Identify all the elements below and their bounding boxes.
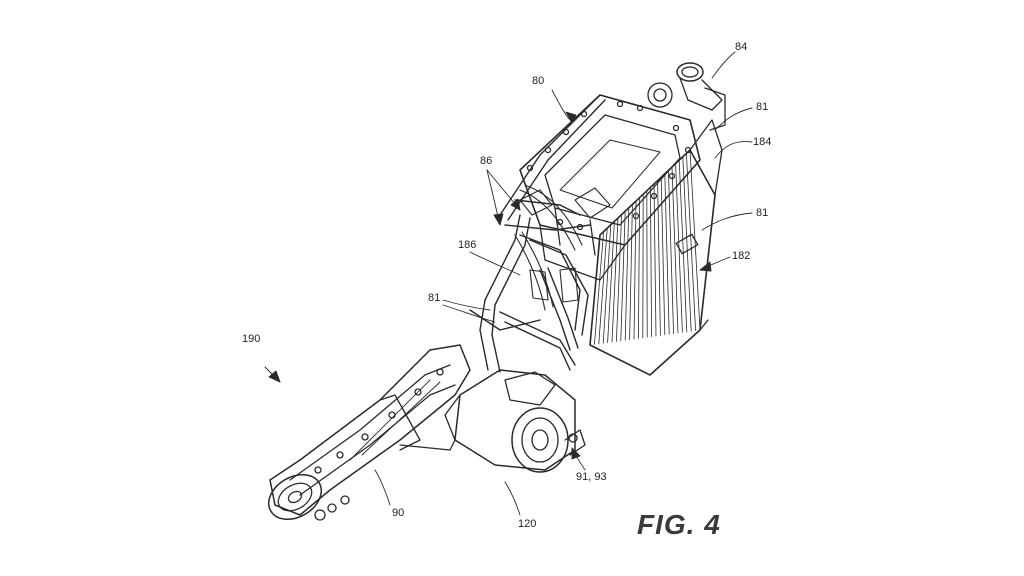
- ref-numeral-80: 80: [532, 75, 544, 87]
- inlet-pipe: [677, 63, 725, 130]
- swingarm: [270, 345, 470, 515]
- frame-tubes: [470, 95, 605, 372]
- ref-numeral-184: 184: [753, 136, 771, 148]
- ref-numeral-190: 190: [242, 333, 260, 345]
- ref-numeral-86: 86: [480, 155, 492, 167]
- electric-motor: [445, 370, 585, 472]
- ref-numeral-81: 81: [428, 292, 440, 304]
- ref-numeral-182: 182: [732, 250, 750, 262]
- ref-numeral-81: 81: [756, 101, 768, 113]
- radiator: [590, 120, 722, 375]
- ref-numeral-186: 186: [458, 239, 476, 251]
- ref-numeral-120: 120: [518, 518, 536, 530]
- coolant-lines: [515, 185, 610, 310]
- battery-housing: [520, 83, 700, 280]
- ref-numeral-84: 84: [735, 41, 747, 53]
- figure-caption: FIG. 4: [637, 509, 721, 541]
- ref-numeral-81: 81: [756, 207, 768, 219]
- ref-numeral-90: 90: [392, 507, 404, 519]
- ref-numeral-91-93: 91, 93: [576, 471, 607, 483]
